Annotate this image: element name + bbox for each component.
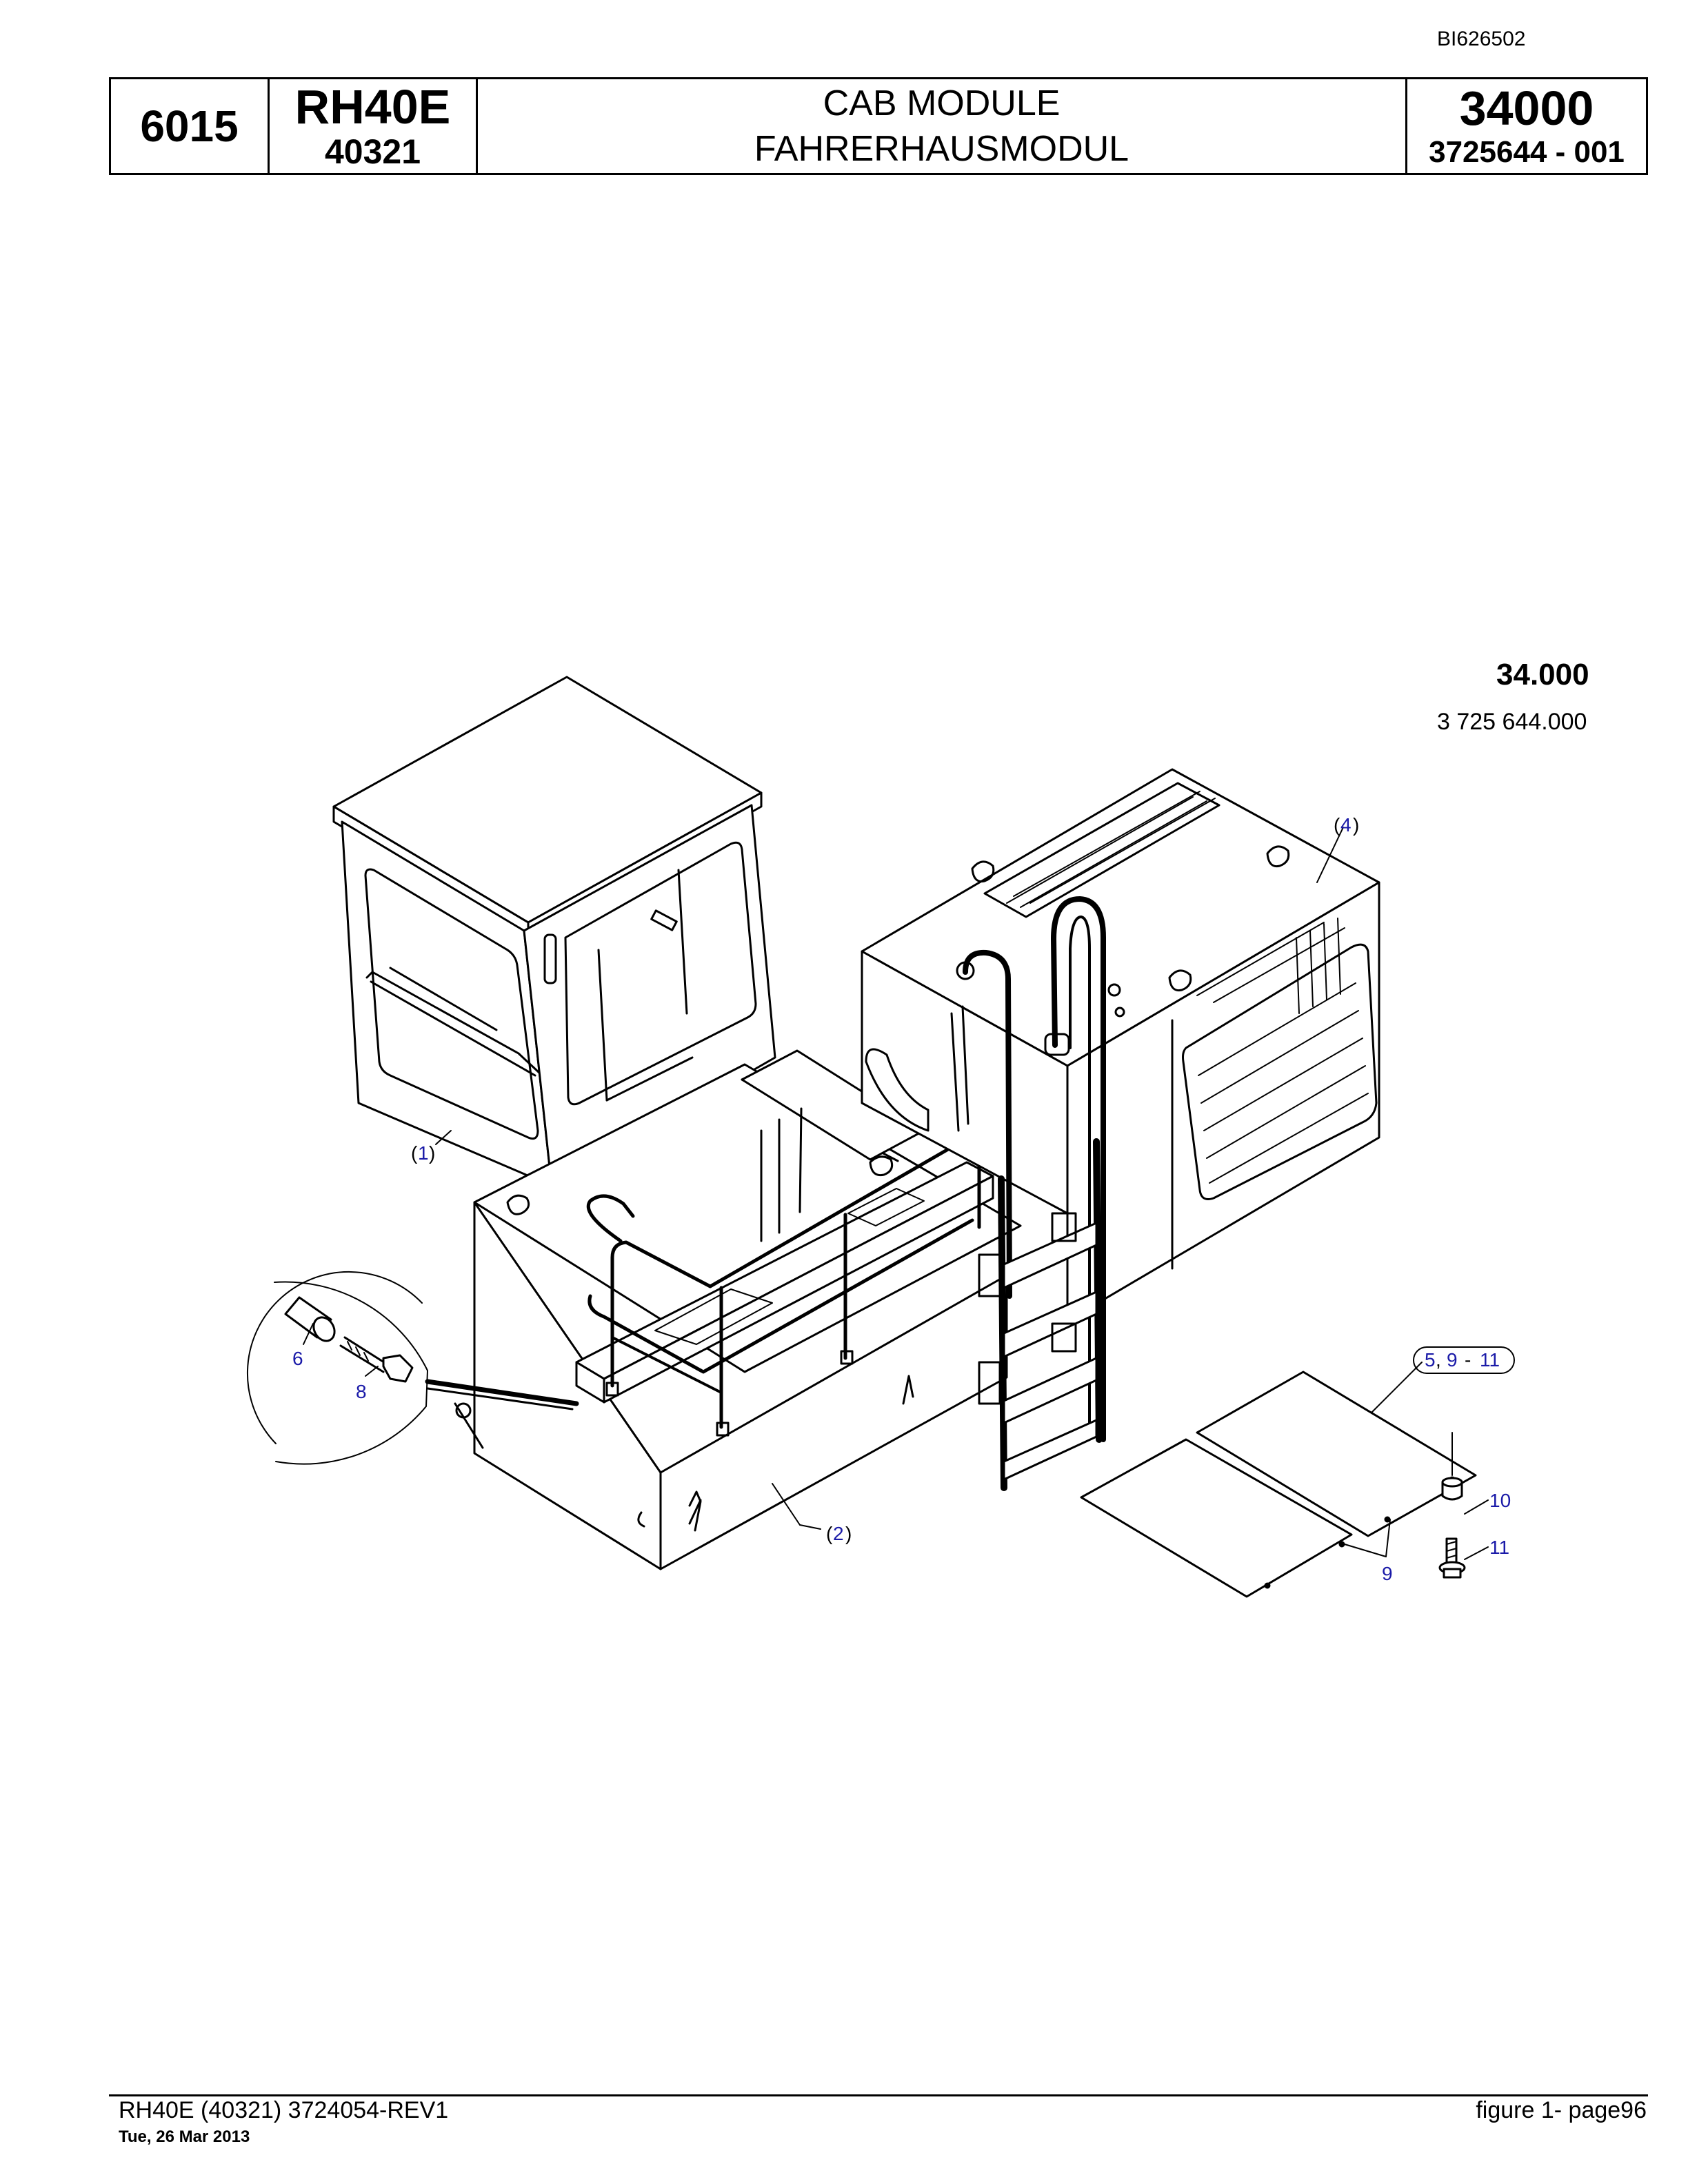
callout-8: 8 <box>356 1381 367 1402</box>
callout-paren-open-4: ( <box>1334 814 1340 836</box>
leader-lines <box>303 827 1515 1560</box>
kit-callout-11: 11 <box>1480 1349 1500 1371</box>
footer-document-ref: RH40E (40321) 3724054-REV1 <box>119 2097 449 2123</box>
group-cell: 34000 3725644 - 001 <box>1407 79 1646 173</box>
drawing-number: 34.000 <box>1496 658 1589 691</box>
title-english: CAB MODULE <box>823 83 1061 123</box>
section-number: 6015 <box>140 101 239 151</box>
callout-11: 11 <box>1489 1537 1509 1558</box>
title-cell: CAB MODULE FAHRERHAUSMODUL <box>478 79 1407 173</box>
callout-paren-close-4: ) <box>1353 814 1359 836</box>
drawing-sub-number: 3 725 644.000 <box>1437 709 1587 735</box>
platform-walkway <box>575 1049 994 1437</box>
section-cell: 6015 <box>111 79 270 173</box>
callout-1: 1 <box>418 1142 429 1164</box>
footer-date: Tue, 26 Mar 2013 <box>119 2127 250 2146</box>
header-table: 6015 RH40E 40321 CAB MODULE FAHRERHAUSMO… <box>109 77 1648 175</box>
kit-callout-9: 9 <box>1447 1349 1458 1371</box>
callout-9: 9 <box>1382 1563 1393 1584</box>
callout-4: 4 <box>1340 814 1352 836</box>
access-ladder <box>978 1138 1103 1491</box>
group-reference: 3725644 - 001 <box>1429 135 1625 169</box>
callout-paren-open-2: ( <box>826 1523 833 1544</box>
floor-mats <box>1080 1371 1477 1598</box>
callout-paren-open-1: ( <box>411 1142 418 1164</box>
callout-paren-close-1: ) <box>429 1142 435 1164</box>
callout-paren-close-2: ) <box>845 1523 852 1544</box>
model-cell: RH40E 40321 <box>270 79 478 173</box>
model-number: 40321 <box>324 132 421 171</box>
footer-page-ref: figure 1- page96 <box>1476 2097 1647 2123</box>
model-name: RH40E <box>294 80 451 134</box>
spacer-and-bolt <box>1438 1432 1466 1579</box>
group-number: 34000 <box>1459 81 1594 135</box>
kit-callout-dash: - <box>1465 1349 1471 1371</box>
footer-divider <box>109 2094 1648 2096</box>
cab-base-frame <box>454 1063 1022 1570</box>
document-id: BI626502 <box>1437 28 1526 50</box>
power-module <box>861 768 1380 1442</box>
callout-6: 6 <box>292 1348 303 1369</box>
kit-callout-comma: , <box>1436 1349 1441 1371</box>
callout-10: 10 <box>1489 1490 1511 1511</box>
title-german: FAHRERHAUSMODUL <box>754 129 1129 169</box>
callout-2: 2 <box>833 1523 844 1544</box>
kit-callout-5: 5 <box>1425 1349 1436 1371</box>
